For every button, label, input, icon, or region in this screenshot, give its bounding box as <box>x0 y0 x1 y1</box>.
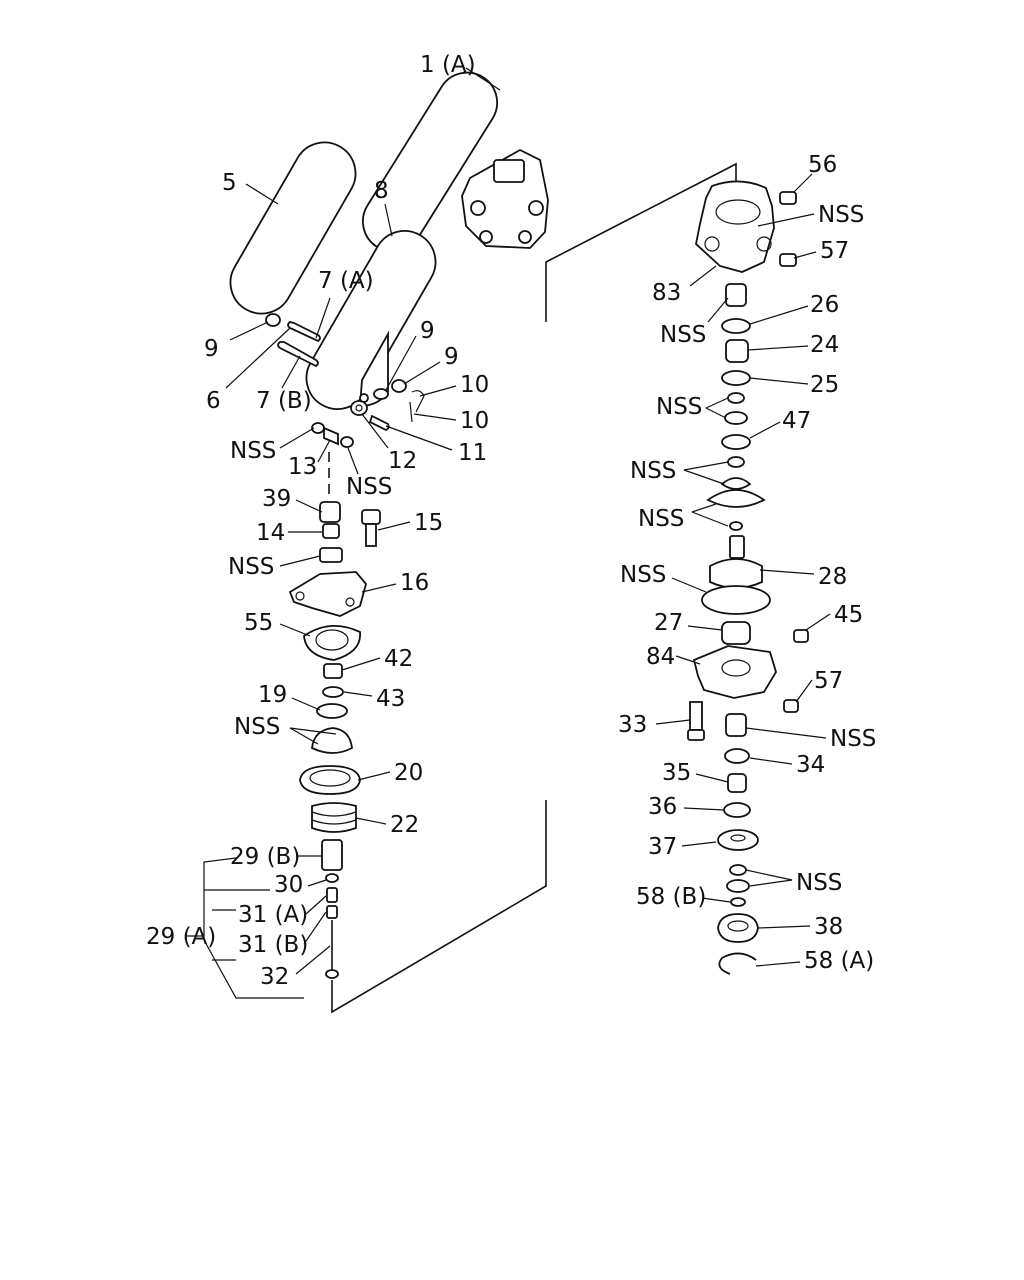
right-column-parts <box>687 180 809 975</box>
label-36: 36 <box>648 794 677 820</box>
label-nss-5: NSS <box>818 202 864 228</box>
label-nss-9: NSS <box>638 506 684 532</box>
part-5-pedal-pad <box>229 141 357 315</box>
label-31a: 31 (A) <box>238 902 308 928</box>
label-nss-2: NSS <box>346 474 392 500</box>
label-22: 22 <box>390 812 419 838</box>
label-nss-10: NSS <box>620 562 666 588</box>
label-56: 56 <box>808 152 837 178</box>
label-33: 33 <box>618 712 647 738</box>
label-83: 83 <box>652 280 681 306</box>
label-15: 15 <box>414 510 443 536</box>
label-24: 24 <box>810 332 839 358</box>
label-9-right-top: 9 <box>420 318 435 344</box>
label-13: 13 <box>288 454 317 480</box>
grouping-lines <box>328 162 737 1014</box>
label-nss-1: NSS <box>230 438 276 464</box>
label-30: 30 <box>274 872 303 898</box>
label-31b: 31 (B) <box>238 932 308 958</box>
label-57-top: 57 <box>820 238 849 264</box>
label-16: 16 <box>400 570 429 596</box>
label-28: 28 <box>818 564 847 590</box>
label-27: 27 <box>654 610 683 636</box>
label-55: 55 <box>244 610 273 636</box>
label-5: 5 <box>222 170 237 196</box>
label-32: 32 <box>260 964 289 990</box>
label-7b: 7 (B) <box>256 388 312 414</box>
part-1a-pedal-assembly <box>362 71 549 253</box>
label-11: 11 <box>458 440 487 466</box>
label-nss-12: NSS <box>796 870 842 896</box>
pins-washers-group <box>265 313 425 448</box>
callout-labels: 1 (A) 5 8 7 (A) 9 9 9 6 7 (B) 10 10 11 1… <box>146 52 876 990</box>
label-45: 45 <box>834 602 863 628</box>
label-nss-7: NSS <box>656 394 702 420</box>
leader-lines <box>186 67 831 999</box>
label-nss-3: NSS <box>228 554 274 580</box>
label-26: 26 <box>810 292 839 318</box>
label-47: 47 <box>782 408 811 434</box>
label-19: 19 <box>258 682 287 708</box>
label-9-right: 9 <box>444 344 459 370</box>
label-7a: 7 (A) <box>318 268 374 294</box>
label-14: 14 <box>256 520 285 546</box>
label-57-bottom: 57 <box>814 668 843 694</box>
left-column-parts <box>288 501 381 979</box>
label-58b: 58 (B) <box>636 884 706 910</box>
label-nss-8: NSS <box>630 458 676 484</box>
label-8: 8 <box>374 178 389 204</box>
label-25: 25 <box>810 372 839 398</box>
label-42: 42 <box>384 646 413 672</box>
label-12: 12 <box>388 448 417 474</box>
label-84: 84 <box>646 644 675 670</box>
label-10-bottom: 10 <box>460 408 489 434</box>
label-nss-6: NSS <box>660 322 706 348</box>
label-nss-4: NSS <box>234 714 280 740</box>
label-20: 20 <box>394 760 423 786</box>
label-9-left: 9 <box>204 336 219 362</box>
label-37: 37 <box>648 834 677 860</box>
label-43: 43 <box>376 686 405 712</box>
label-1a: 1 (A) <box>420 52 476 78</box>
label-38: 38 <box>814 914 843 940</box>
label-35: 35 <box>662 760 691 786</box>
label-34: 34 <box>796 752 825 778</box>
label-39: 39 <box>262 486 291 512</box>
label-nss-11: NSS <box>830 726 876 752</box>
label-29b: 29 (B) <box>230 844 300 870</box>
label-58a: 58 (A) <box>804 948 874 974</box>
label-6: 6 <box>206 388 221 414</box>
label-10-top: 10 <box>460 372 489 398</box>
label-29a: 29 (A) <box>146 924 216 950</box>
